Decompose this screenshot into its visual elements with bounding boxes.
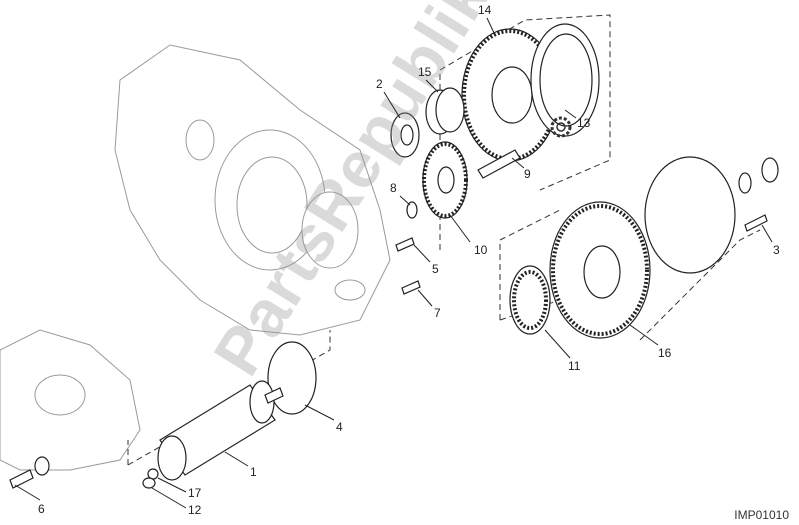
callout-10: 10 xyxy=(474,243,488,257)
washer xyxy=(406,201,418,219)
callout-16: 16 xyxy=(658,346,672,360)
nut xyxy=(761,157,779,183)
bearing xyxy=(425,87,465,135)
flywheel xyxy=(549,156,736,339)
callout-6: 6 xyxy=(38,502,45,516)
bolt xyxy=(395,237,415,252)
callout-4: 4 xyxy=(336,420,343,434)
callout-13: 13 xyxy=(577,116,591,130)
bolt xyxy=(744,214,768,232)
callout-15: 15 xyxy=(418,65,432,79)
assembly-line xyxy=(127,330,331,466)
callout-9: 9 xyxy=(524,167,531,181)
spacer xyxy=(34,456,50,476)
gasket-ring xyxy=(530,23,600,137)
callout-3: 3 xyxy=(773,243,780,257)
spacer xyxy=(390,112,420,158)
callout-2: 2 xyxy=(376,77,383,91)
shaft xyxy=(477,149,521,179)
gear-icon xyxy=(550,116,572,138)
callout-1: 1 xyxy=(250,465,257,479)
bolt xyxy=(9,469,34,489)
crankcase-half xyxy=(114,44,391,336)
crankcase-lower xyxy=(0,329,141,471)
bolt xyxy=(401,280,421,295)
callout-12: 12 xyxy=(188,503,202,517)
callout-8: 8 xyxy=(390,181,397,195)
washer xyxy=(738,172,752,194)
callout-17: 17 xyxy=(188,486,202,500)
freewheel-clutch xyxy=(509,265,551,335)
washer xyxy=(142,477,156,489)
starter-motor xyxy=(157,380,284,481)
callout-7: 7 xyxy=(434,306,441,320)
idler-gear xyxy=(422,141,468,219)
callout-11: 11 xyxy=(568,359,581,373)
assembly-line xyxy=(639,229,761,341)
callout-14: 14 xyxy=(478,3,492,17)
leader-lines xyxy=(14,17,773,509)
callout-5: 5 xyxy=(432,262,439,276)
diagram-code: IMP01010 xyxy=(734,508,789,522)
